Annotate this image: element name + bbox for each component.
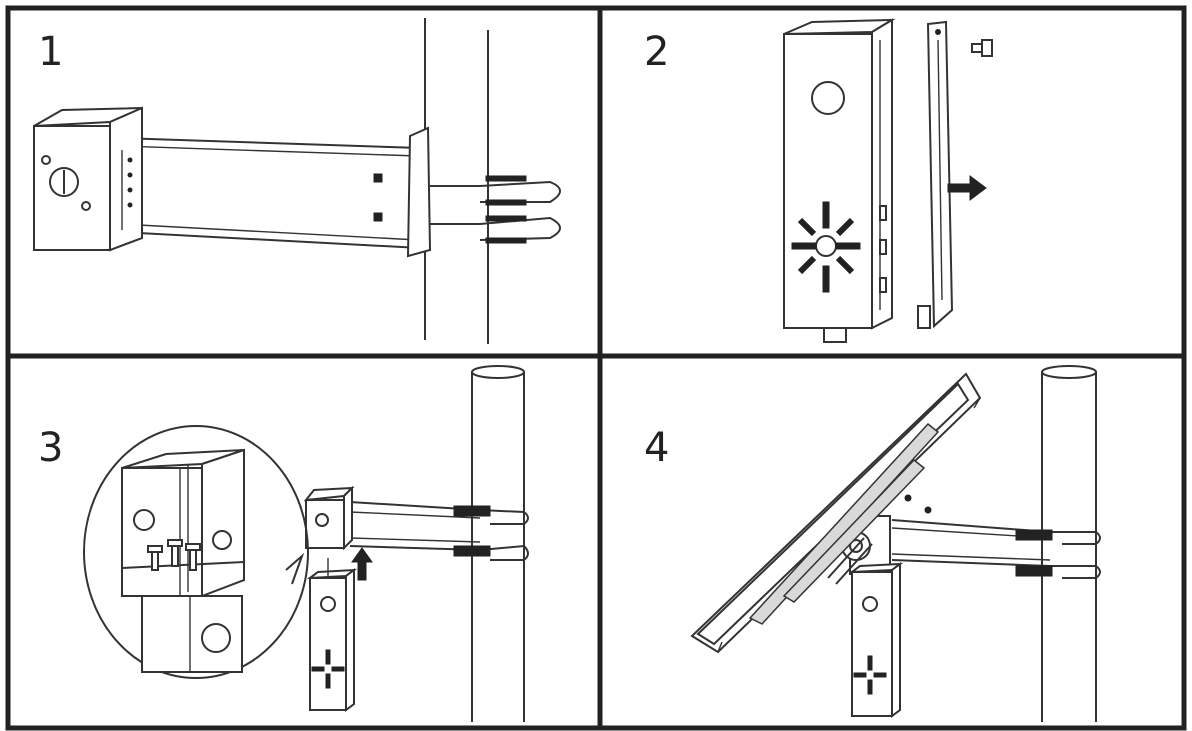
u-bolt-lower bbox=[430, 216, 561, 241]
step-2-illustration bbox=[783, 18, 993, 343]
magnified-detail-circle bbox=[83, 425, 309, 679]
junction-box bbox=[305, 499, 345, 549]
u-bolt-upper bbox=[430, 180, 561, 203]
step-1-number: 1 bbox=[38, 29, 64, 75]
u-bolt-upper bbox=[479, 509, 529, 525]
insert-up-arrow-icon bbox=[351, 547, 373, 581]
solar-panel bbox=[690, 372, 982, 654]
cable-entry-hole-icon bbox=[811, 81, 845, 115]
knockout-pattern-icon bbox=[311, 649, 345, 689]
pole-top bbox=[471, 365, 525, 379]
slide-out-arrow-icon bbox=[947, 175, 987, 201]
step-1-illustration bbox=[33, 18, 561, 344]
screw-icon bbox=[971, 39, 993, 57]
step-2-number: 2 bbox=[644, 29, 670, 75]
arm-bolt-icon bbox=[373, 173, 383, 183]
enclosure bbox=[851, 571, 893, 717]
cable-gland-icon bbox=[49, 167, 79, 197]
step-3-number: 3 bbox=[38, 425, 64, 471]
knockout-pattern-icon bbox=[853, 655, 887, 695]
arm-bolt-icon bbox=[373, 212, 383, 222]
knockout-pattern-icon bbox=[791, 201, 861, 293]
u-bolt-lower bbox=[479, 544, 529, 561]
junction-box-front bbox=[33, 125, 111, 251]
step-1-panel: 1 bbox=[10, 10, 598, 354]
step-3-panel: 3 bbox=[10, 360, 598, 728]
outer-frame bbox=[5, 5, 1187, 731]
pole-top bbox=[1041, 365, 1097, 379]
magnified-box-detail bbox=[121, 448, 245, 673]
enclosure-side bbox=[871, 18, 893, 330]
step-3-illustration bbox=[83, 365, 529, 722]
callout-pointer bbox=[285, 552, 305, 585]
panel-rail bbox=[748, 422, 940, 625]
junction-box-side bbox=[109, 106, 143, 252]
step-4-panel: 4 bbox=[602, 360, 1182, 728]
u-bolt-upper bbox=[1050, 531, 1101, 545]
panel-rail bbox=[782, 458, 926, 603]
pole-bracket-plate bbox=[406, 126, 432, 258]
u-bolt-lower bbox=[1050, 565, 1101, 579]
step-4-illustration bbox=[690, 365, 1101, 722]
step-4-number: 4 bbox=[644, 425, 670, 471]
step-2-panel: 2 bbox=[602, 10, 1182, 354]
